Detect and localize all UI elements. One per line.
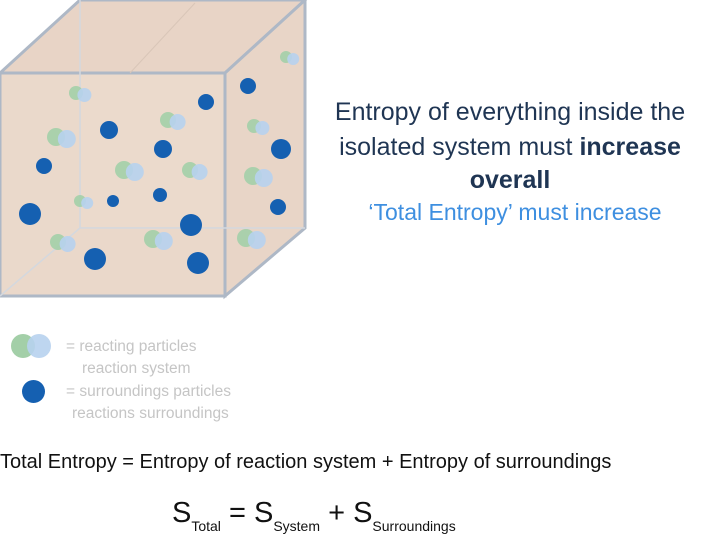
surroundings-particle	[107, 195, 119, 207]
reacting-particle-blue	[247, 231, 266, 249]
eq-sub-surroundings: Surroundings	[372, 518, 456, 534]
surroundings-particle	[271, 139, 291, 159]
reacting-particle-blue	[81, 197, 94, 209]
eq-equals: =	[220, 497, 254, 529]
eq-plus: +	[320, 497, 354, 529]
surroundings-particle	[36, 158, 52, 174]
reacting-particle-blue	[287, 53, 300, 65]
reacting-particle-blue	[191, 164, 208, 180]
reacting-particle-blue	[77, 88, 92, 102]
reacting-particle-blue	[57, 130, 76, 148]
isolated-system-box	[0, 0, 308, 300]
surroundings-particle	[154, 140, 172, 158]
surroundings-particle	[180, 214, 202, 236]
surroundings-particle	[100, 121, 118, 139]
headline-line-1: Entropy of everything inside the	[334, 98, 686, 126]
surroundings-particle	[19, 203, 41, 225]
reacting-particle-blue	[59, 236, 76, 252]
legend-surroundings-sublabel: reactions surroundings	[72, 405, 229, 422]
reacting-particle-blue	[154, 232, 173, 250]
eq-s-surroundings: S	[353, 497, 373, 529]
headline-line-2-text: isolated system must	[339, 133, 580, 161]
legend-surroundings-dot	[22, 380, 45, 403]
box-front-face	[0, 71, 227, 298]
reacting-particle-blue	[125, 163, 144, 181]
reacting-particle-blue	[255, 121, 270, 135]
particles-group	[19, 51, 300, 274]
legend-reacting-sublabel: reaction system	[82, 360, 191, 377]
surroundings-particle	[84, 248, 106, 270]
entropy-equation: STotal = SSystem + SSurroundings	[172, 497, 456, 534]
eq-s-total: S	[172, 497, 192, 529]
legend-reacting-label: = reacting particles	[66, 338, 197, 355]
total-entropy-statement: Total Entropy = Entropy of reaction syst…	[0, 451, 612, 473]
reacting-particle-blue	[254, 169, 273, 187]
surroundings-particle	[187, 252, 209, 274]
subheadline: ‘Total Entropy’ must increase	[368, 199, 662, 225]
eq-s-system: S	[253, 497, 274, 529]
eq-sub-system: System	[273, 518, 321, 534]
eq-sub-total: Total	[191, 518, 221, 534]
surroundings-particle	[153, 188, 167, 202]
headline-line-2: isolated system must increase overall	[300, 131, 720, 197]
surroundings-particle	[240, 78, 256, 94]
legend-reacting-blue-dot	[27, 334, 51, 358]
surroundings-particle	[198, 94, 214, 110]
legend-surroundings-label: = surroundings particles	[66, 383, 231, 400]
surroundings-particle	[270, 199, 286, 215]
reacting-particle-blue	[169, 114, 186, 130]
headline-emphasis: increase overall	[469, 133, 681, 194]
